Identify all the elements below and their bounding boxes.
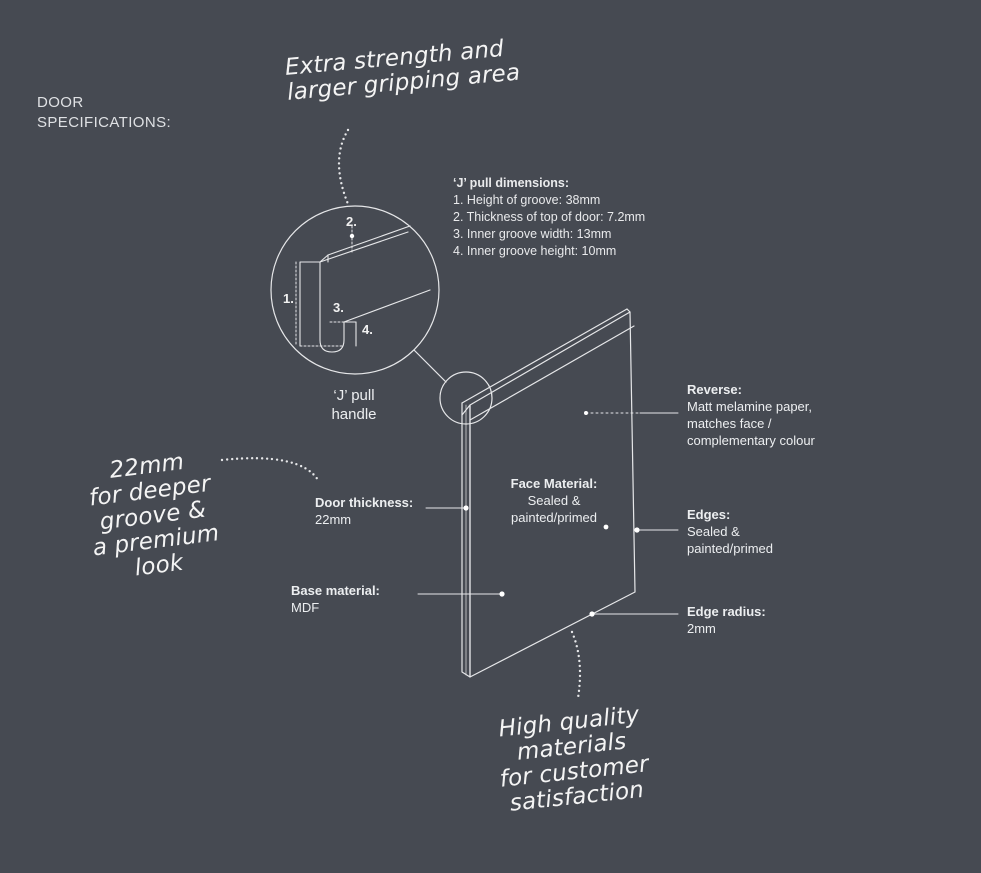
quality-callout: High quality materials for customer sati… bbox=[497, 701, 651, 817]
door-thickness-label: Door thickness: 22mm bbox=[315, 495, 414, 527]
marker-1: 1. bbox=[283, 291, 294, 306]
dimension-item: 1. Height of groove: 38mm bbox=[453, 193, 601, 207]
magnifier-circle bbox=[270, 205, 440, 375]
heading-line-2: SPECIFICATIONS: bbox=[37, 114, 172, 131]
marker-3: 3. bbox=[333, 300, 344, 315]
dimension-item: 2. Thickness of top of door: 7.2mm bbox=[453, 210, 646, 224]
face-material-label: Face Material: Sealed & painted/primed bbox=[510, 476, 598, 525]
marker-2: 2. bbox=[346, 214, 357, 229]
reverse-label: Reverse: Matt melamine paper, matches fa… bbox=[687, 382, 815, 448]
page-heading: DOOR SPECIFICATIONS: bbox=[37, 93, 171, 133]
base-material-label: Base material: MDF bbox=[291, 583, 380, 615]
j-pull-profile bbox=[299, 225, 431, 353]
marker-4: 4. bbox=[362, 322, 373, 337]
dimension-item: 4. Inner groove height: 10mm bbox=[453, 244, 617, 258]
j-pull-dimensions: ‘J’ pull dimensions: 1. Height of groove… bbox=[453, 175, 645, 260]
j-pull-dimensions-title: ‘J’ pull dimensions: bbox=[453, 176, 569, 190]
groove-callout: 22mm for deeper groove & a premium look bbox=[87, 448, 221, 582]
edge-radius-label: Edge radius: 2mm bbox=[687, 604, 766, 636]
heading-line-1: DOOR bbox=[37, 94, 84, 111]
handle-focus-circle bbox=[439, 371, 493, 425]
dimension-item: 3. Inner groove width: 13mm bbox=[453, 227, 612, 241]
edges-label: Edges: Sealed & painted/primed bbox=[687, 507, 773, 556]
handle-label: ‘J’ pull handle bbox=[331, 387, 377, 423]
